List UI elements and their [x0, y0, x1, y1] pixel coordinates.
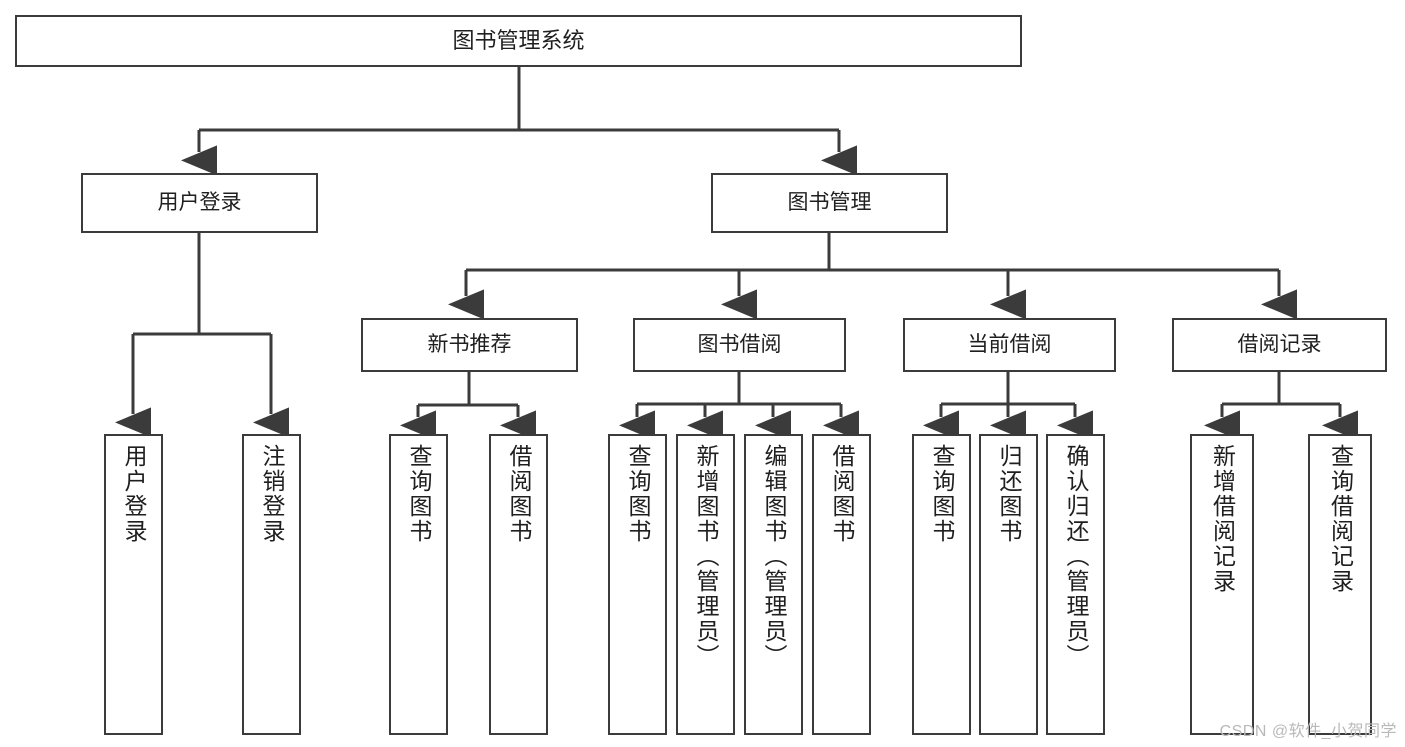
node-leaf-query-book-1[interactable]: 查询图书 — [389, 434, 448, 735]
node-new-book-recommend[interactable]: 新书推荐 — [361, 318, 578, 372]
node-leaf-borrow-book-2[interactable]: 借阅图书 — [812, 434, 871, 735]
node-leaf-query-record[interactable]: 查询借阅记录 — [1308, 434, 1372, 735]
node-leaf-query-book-3[interactable]: 查询图书 — [912, 434, 971, 735]
node-book-management[interactable]: 图书管理 — [711, 173, 948, 233]
node-label: 用户登录 — [157, 191, 242, 215]
node-label: 图书管理系统 — [452, 27, 585, 53]
watermark-text: CSDN @软件_小贺同学 — [1219, 723, 1397, 740]
node-label: 当前借阅 — [967, 333, 1052, 357]
node-label: 图书借阅 — [697, 333, 782, 357]
node-label: 注销登录 — [259, 444, 285, 544]
node-current-borrow[interactable]: 当前借阅 — [903, 318, 1116, 372]
node-book-borrow[interactable]: 图书借阅 — [633, 318, 846, 372]
node-leaf-edit-book[interactable]: 编辑图书（管理员） — [744, 434, 803, 735]
node-label: 查询图书 — [625, 444, 651, 544]
node-leaf-confirm-return[interactable]: 确认归还（管理员） — [1046, 434, 1105, 735]
node-label: 用户登录 — [121, 444, 147, 544]
node-leaf-borrow-book-1[interactable]: 借阅图书 — [489, 434, 548, 735]
node-leaf-return-book[interactable]: 归还图书 — [979, 434, 1038, 735]
node-label: 归还图书 — [996, 444, 1022, 544]
node-label: 查询借阅记录 — [1327, 444, 1354, 594]
node-label: 借阅记录 — [1237, 333, 1322, 357]
node-leaf-add-record[interactable]: 新增借阅记录 — [1190, 434, 1254, 735]
node-label: 图书管理 — [787, 191, 872, 215]
node-label: 新书推荐 — [427, 333, 512, 357]
node-leaf-logout-login[interactable]: 注销登录 — [242, 434, 301, 735]
node-label: 查询图书 — [406, 444, 432, 544]
node-borrow-record[interactable]: 借阅记录 — [1172, 318, 1387, 372]
node-user-login[interactable]: 用户登录 — [81, 173, 318, 233]
node-leaf-add-book[interactable]: 新增图书（管理员） — [676, 434, 735, 735]
node-label: 确认归还（管理员） — [1063, 444, 1089, 669]
node-label: 新增图书（管理员） — [693, 444, 719, 669]
node-leaf-user-login[interactable]: 用户登录 — [104, 434, 163, 735]
node-label: 新增借阅记录 — [1209, 444, 1236, 594]
node-label: 编辑图书（管理员） — [761, 444, 787, 669]
node-label: 借阅图书 — [506, 444, 532, 544]
node-label: 查询图书 — [929, 444, 955, 544]
node-root-system[interactable]: 图书管理系统 — [15, 15, 1022, 67]
node-leaf-query-book-2[interactable]: 查询图书 — [608, 434, 667, 735]
node-label: 借阅图书 — [829, 444, 855, 544]
